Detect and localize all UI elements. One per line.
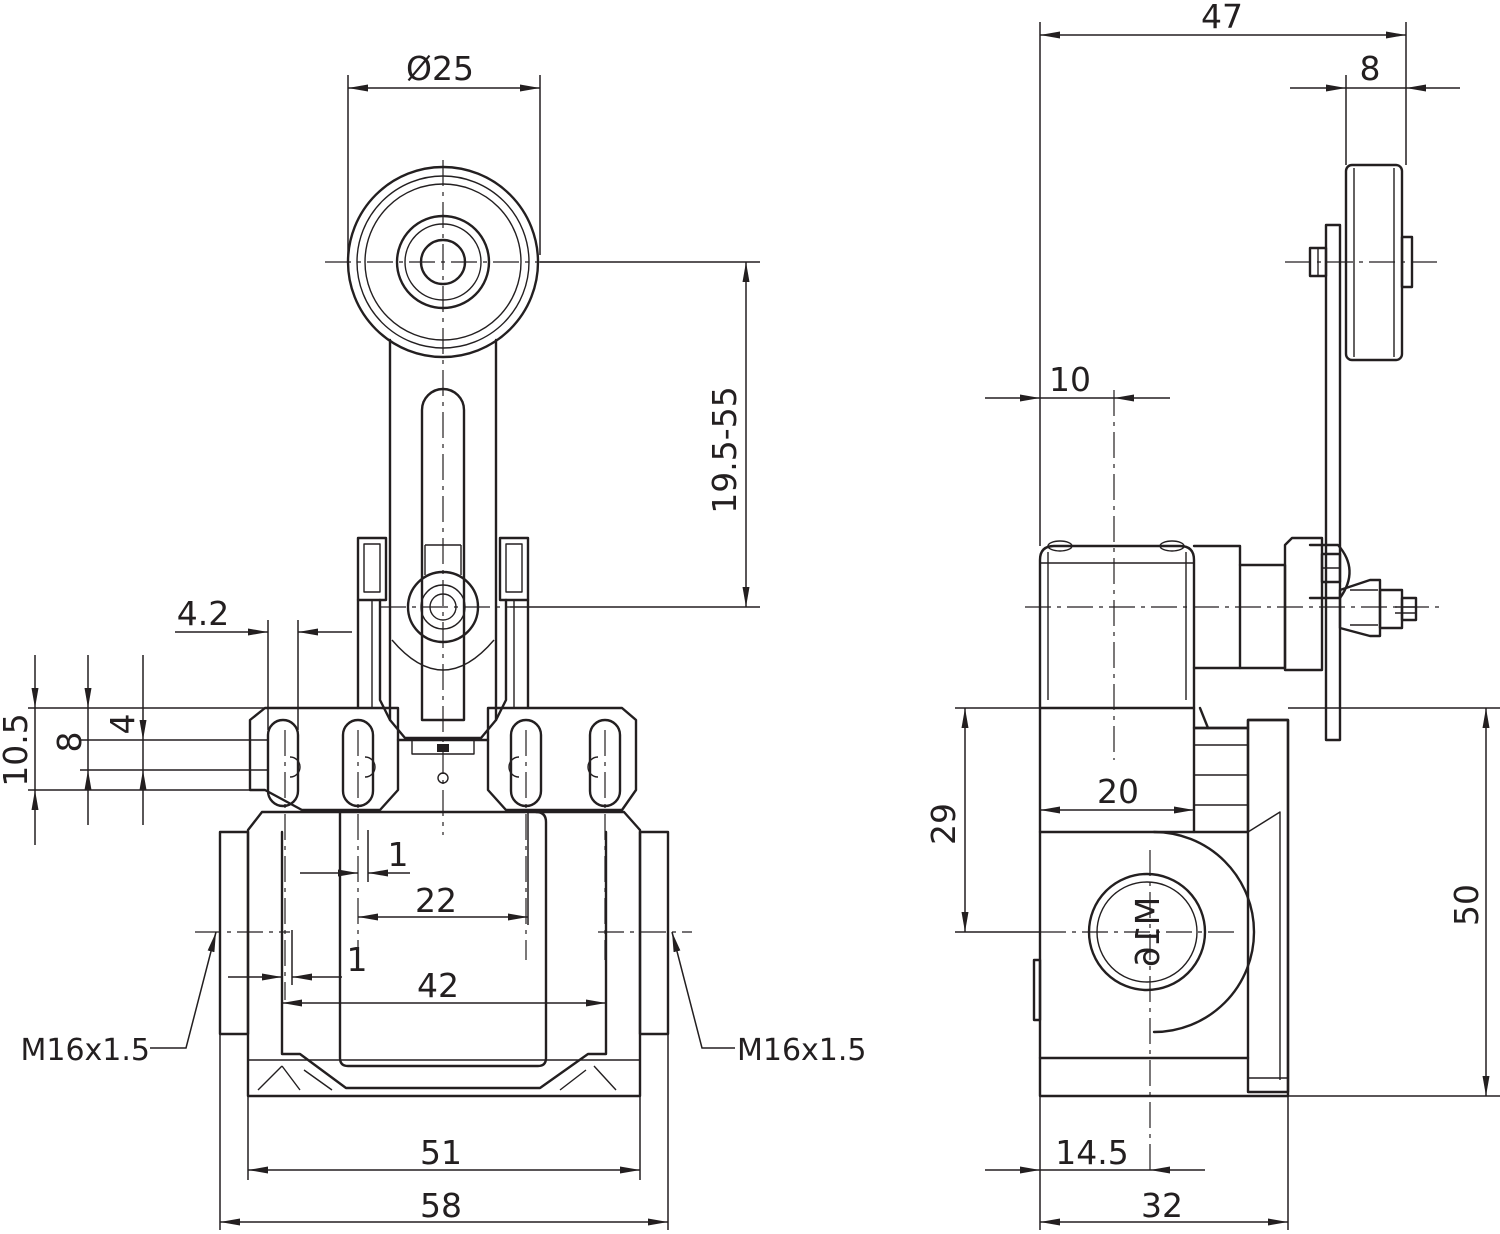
dim-1-upper: 1 — [388, 835, 409, 874]
side-dimension-labels: 47 8 10 20 29 50 14.5 32 — [924, 0, 1486, 1225]
lever-hub — [356, 536, 530, 710]
dim-10: 10 — [1049, 360, 1091, 399]
side-head-block — [1038, 540, 1287, 730]
dim-29: 29 — [924, 803, 963, 845]
dim-32: 32 — [1141, 1186, 1183, 1225]
thread-callout-left: M16x1.5 — [20, 1033, 150, 1068]
dim-4: 4 — [103, 714, 142, 735]
dim-slot-width: 4.2 — [177, 594, 229, 633]
dim-20: 20 — [1097, 772, 1139, 811]
front-centerlines — [195, 160, 692, 1000]
dim-8-right: 8 — [1360, 49, 1381, 88]
thread-callout-right: M16x1.5 — [737, 1033, 867, 1068]
front-view: Ø25 19.5-55 4.2 10.5 8 4 1 22 1 42 51 58… — [0, 49, 867, 1230]
dim-8-left: 8 — [50, 732, 89, 753]
side-view: M16 — [924, 0, 1500, 1230]
dim-10-5: 10.5 — [0, 713, 35, 786]
front-dimension-labels: Ø25 19.5-55 4.2 10.5 8 4 1 22 1 42 51 58… — [0, 49, 867, 1225]
dim-50: 50 — [1447, 884, 1486, 926]
dim-58: 58 — [420, 1186, 462, 1225]
dim-51: 51 — [420, 1133, 462, 1172]
dim-lever-length: 19.5-55 — [705, 386, 744, 513]
dim-14-5: 14.5 — [1055, 1133, 1128, 1172]
side-lever — [1283, 223, 1418, 742]
side-centerlines — [1025, 261, 1440, 1170]
dim-22: 22 — [415, 881, 457, 920]
dim-1-lower: 1 — [347, 940, 368, 979]
dim-42: 42 — [417, 966, 459, 1005]
front-dimension-lines — [28, 75, 760, 1230]
side-dimension-lines — [955, 22, 1500, 1230]
dim-47: 47 — [1201, 0, 1243, 36]
dim-roller-diameter: Ø25 — [406, 49, 474, 88]
switch-body — [218, 810, 670, 1098]
